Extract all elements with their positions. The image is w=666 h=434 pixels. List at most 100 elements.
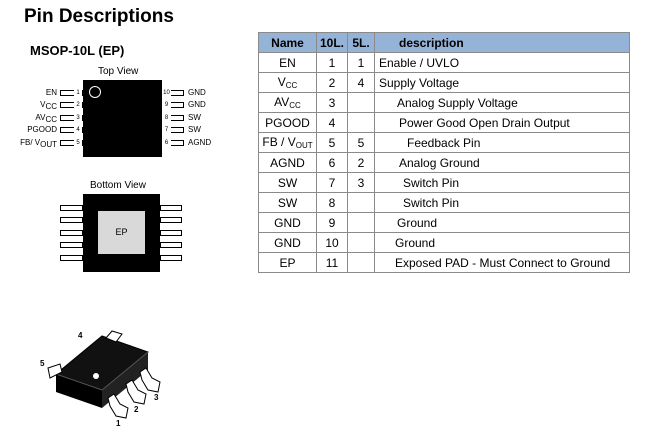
cell-description: Analog Supply Voltage <box>374 92 630 113</box>
pin-label: AVCC <box>35 112 57 124</box>
lead-right-bottom <box>160 254 182 261</box>
cell-description: Exposed PAD - Must Connect to Ground <box>374 252 630 273</box>
cell-description: Supply Voltage <box>374 72 630 93</box>
cell-10l: 3 <box>316 92 348 113</box>
pin-label: GND <box>188 88 206 97</box>
pin-label: SW <box>188 112 201 122</box>
lead-left <box>60 114 83 121</box>
pin-number: 1 <box>74 89 82 97</box>
pin-number: 8 <box>162 113 171 122</box>
cell-5l <box>347 232 375 253</box>
cell-5l: 3 <box>347 172 375 193</box>
cell-10l: 9 <box>316 212 348 233</box>
pin-label: VCC <box>40 100 57 112</box>
cell-10l: 1 <box>316 52 348 73</box>
sot-pin-2-label: 2 <box>134 405 139 414</box>
exposed-pad: EP <box>98 211 145 254</box>
pin-number: 3 <box>74 113 82 122</box>
cell-name: EP <box>258 252 317 273</box>
pin-label: AGND <box>188 137 212 147</box>
cell-name: AVCC <box>258 92 317 113</box>
lead-right-bottom <box>160 217 182 224</box>
pin-number: 6 <box>162 138 171 147</box>
cell-10l: 11 <box>316 252 348 273</box>
lead-left <box>60 102 83 109</box>
chip-body-top <box>83 80 162 157</box>
sot-pin-1-label: 1 <box>116 419 121 426</box>
cell-description: Ground <box>374 212 630 233</box>
header-description: description <box>374 32 630 53</box>
lead-right-bottom <box>160 205 182 211</box>
top-view-label: Top View <box>98 66 139 77</box>
pin-label: EN <box>45 88 57 97</box>
cell-description: Ground <box>374 232 630 253</box>
lead-left-bottom <box>60 242 83 249</box>
lead-left-bottom <box>60 205 83 211</box>
pin-number: 10 <box>162 89 171 97</box>
header-10l: 10L. <box>316 32 348 53</box>
cell-5l <box>347 112 375 133</box>
cell-10l: 2 <box>316 72 348 93</box>
cell-10l: 8 <box>316 192 348 213</box>
cell-name: AGND <box>258 152 317 173</box>
cell-5l <box>347 212 375 233</box>
pin-label: PGOOD <box>27 125 57 135</box>
pin-label: SW <box>188 125 201 135</box>
pin-label: GND <box>188 100 206 110</box>
page-title: Pin Descriptions <box>24 6 174 27</box>
cell-name: FB / VOUT <box>258 132 317 153</box>
pin-number: 2 <box>74 101 82 110</box>
cell-name: EN <box>258 52 317 73</box>
sot-pin-3-label: 3 <box>154 393 159 402</box>
cell-5l <box>347 252 375 273</box>
lead-left <box>60 90 83 96</box>
pin-number: 4 <box>74 126 82 135</box>
cell-10l: 7 <box>316 172 348 193</box>
bottom-view-label: Bottom View <box>90 180 146 191</box>
lead-left-bottom <box>60 254 83 261</box>
header-name: Name <box>258 32 317 53</box>
cell-5l: 4 <box>347 72 375 93</box>
lead-right-bottom <box>160 242 182 249</box>
cell-10l: 6 <box>316 152 348 173</box>
cell-10l: 5 <box>316 132 348 153</box>
lead-right-bottom <box>160 229 182 236</box>
cell-5l: 5 <box>347 132 375 153</box>
cell-name: VCC <box>258 72 317 93</box>
cell-description: Switch Pin <box>374 192 630 213</box>
cell-10l: 4 <box>316 112 348 133</box>
pin-number: 7 <box>162 126 171 135</box>
pin1-dot-icon <box>89 86 101 98</box>
cell-description: Enable / UVLO <box>374 52 630 73</box>
cell-name: PGOOD <box>258 112 317 133</box>
pin-number: 9 <box>162 101 171 110</box>
ep-label: EP <box>115 227 128 237</box>
cell-description: Feedback Pin <box>374 132 630 153</box>
package-name: MSOP-10L (EP) <box>30 43 125 58</box>
cell-name: SW <box>258 172 317 193</box>
table-header-row: Name 10L. 5L. description <box>258 32 630 53</box>
pin-label: FB/ VOUT <box>20 137 57 149</box>
cell-description: Switch Pin <box>374 172 630 193</box>
lead-left <box>60 127 83 134</box>
lead-left-bottom <box>60 217 83 224</box>
cell-name: GND <box>258 212 317 233</box>
header-5l: 5L. <box>347 32 375 53</box>
cell-5l <box>347 192 375 213</box>
cell-description: Power Good Open Drain Output <box>374 112 630 133</box>
cell-5l <box>347 92 375 113</box>
cell-5l: 1 <box>347 52 375 73</box>
sot-pin-4-label: 4 <box>78 331 83 340</box>
